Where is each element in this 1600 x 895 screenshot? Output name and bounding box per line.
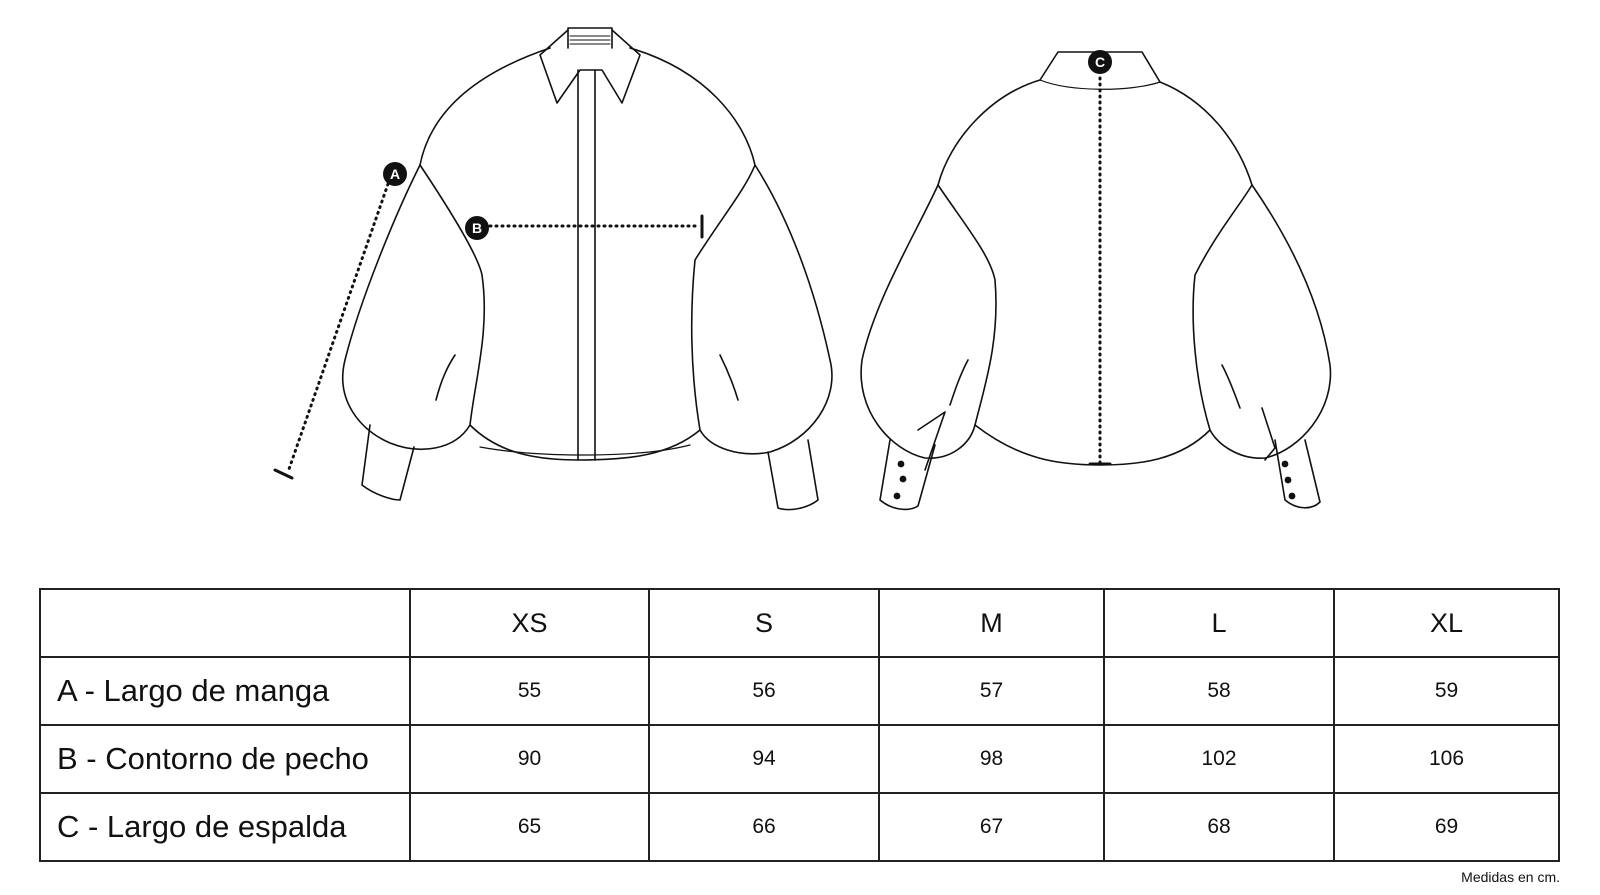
table-row: B - Contorno de pecho 90 94 98 102 106 bbox=[39, 724, 1560, 794]
table-cell: 66 bbox=[648, 792, 880, 862]
table-cell: 56 bbox=[648, 656, 880, 726]
table-cell: 58 bbox=[1103, 656, 1335, 726]
svg-text:B: B bbox=[472, 220, 482, 236]
table-cell: 98 bbox=[878, 724, 1105, 794]
table-cell: 68 bbox=[1103, 792, 1335, 862]
size-table: XS S M L XL A - Largo de manga 55 56 57 … bbox=[39, 588, 1560, 862]
back-right-sleeve bbox=[1209, 184, 1332, 509]
marker-b: B bbox=[465, 216, 489, 240]
table-cell: 90 bbox=[409, 724, 650, 794]
header-cell-l: L bbox=[1103, 588, 1335, 658]
back-left-sleeve bbox=[860, 184, 976, 511]
front-right-sleeve bbox=[699, 164, 833, 511]
cuff-buttons bbox=[893, 460, 1296, 500]
row-label: A - Largo de manga bbox=[39, 656, 411, 726]
measure-line-a bbox=[286, 182, 390, 474]
table-cell: 94 bbox=[648, 724, 880, 794]
front-body-outline bbox=[419, 47, 756, 461]
marker-c: C bbox=[1088, 50, 1112, 74]
front-placket bbox=[577, 69, 596, 461]
header-cell-xl: XL bbox=[1333, 588, 1560, 658]
table-header-row: XS S M L XL bbox=[39, 588, 1560, 658]
back-view bbox=[860, 51, 1332, 511]
back-body-outline bbox=[937, 79, 1253, 466]
header-cell-s: S bbox=[648, 588, 880, 658]
table-cell: 102 bbox=[1103, 724, 1335, 794]
table-cell: 55 bbox=[409, 656, 650, 726]
row-label: B - Contorno de pecho bbox=[39, 724, 411, 794]
front-view bbox=[342, 27, 833, 511]
table-cell: 69 bbox=[1333, 792, 1560, 862]
table-cell: 57 bbox=[878, 656, 1105, 726]
measure-end-a bbox=[273, 468, 294, 480]
marker-a: A bbox=[383, 162, 407, 186]
front-left-sleeve bbox=[342, 164, 471, 501]
table-row: A - Largo de manga 55 56 57 58 59 bbox=[39, 656, 1560, 726]
table-cell: 65 bbox=[409, 792, 650, 862]
front-collar bbox=[539, 29, 641, 104]
table-cell: 67 bbox=[878, 792, 1105, 862]
table-cell: 59 bbox=[1333, 656, 1560, 726]
front-collar-stand bbox=[567, 27, 613, 49]
header-cell-empty bbox=[39, 588, 411, 658]
svg-text:C: C bbox=[1095, 54, 1105, 70]
svg-text:A: A bbox=[390, 166, 400, 182]
header-cell-xs: XS bbox=[409, 588, 650, 658]
table-row: C - Largo de espalda 65 66 67 68 69 bbox=[39, 792, 1560, 862]
table-cell: 106 bbox=[1333, 724, 1560, 794]
garment-diagram: A B C bbox=[273, 27, 1332, 511]
row-label: C - Largo de espalda bbox=[39, 792, 411, 862]
header-cell-m: M bbox=[878, 588, 1105, 658]
units-footnote: Medidas en cm. bbox=[1461, 869, 1560, 885]
